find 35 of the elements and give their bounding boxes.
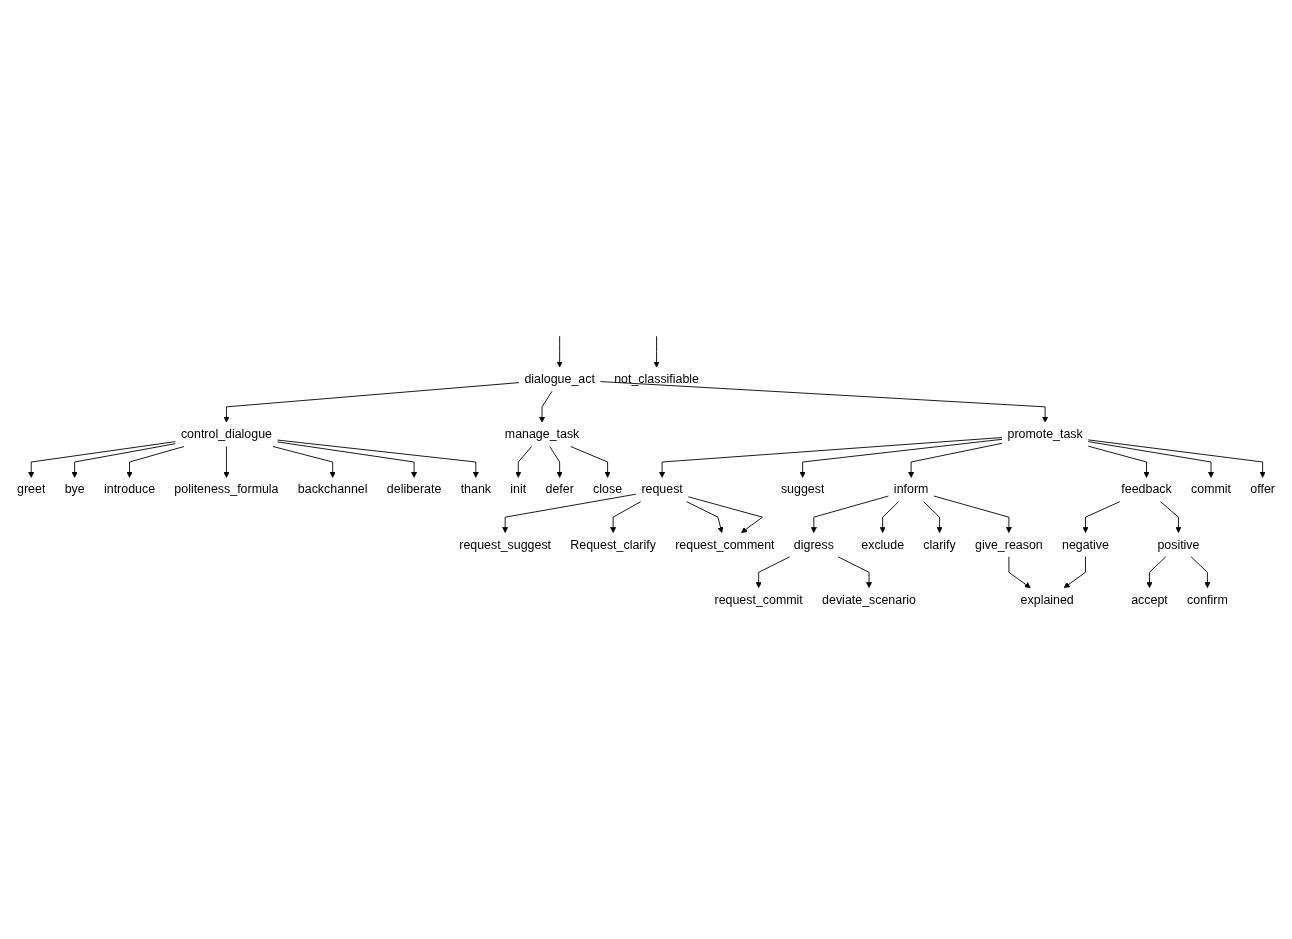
node-label: Request_clarify	[570, 537, 656, 552]
node-label: request_suggest	[459, 537, 552, 552]
node-label: manage_task	[504, 427, 580, 442]
node-label: promote_task	[1007, 427, 1083, 442]
node-label: deliberate	[386, 482, 442, 497]
node-label: clarify	[923, 537, 956, 552]
node-label: dialogue_act	[524, 372, 595, 387]
node-label: control_dialogue	[180, 427, 272, 442]
node-label: politeness_formula	[174, 482, 279, 497]
node-label: greet	[17, 482, 46, 497]
node-label: request_comment	[675, 537, 775, 552]
node-label: digress	[793, 537, 834, 552]
node-label: inform	[893, 482, 929, 497]
node-label: confirm	[1187, 592, 1228, 607]
node-label: thank	[460, 482, 492, 497]
node-label: give_reason	[975, 537, 1043, 552]
node-label: request	[641, 482, 683, 497]
node-label: negative	[1062, 537, 1109, 552]
node-label: offer	[1250, 482, 1275, 497]
node-label: positive	[1157, 537, 1200, 552]
node-label: bye	[64, 482, 85, 497]
node-label: close	[593, 482, 623, 497]
node-label: deviate_scenario	[822, 592, 916, 607]
node-label: suggest	[780, 482, 825, 497]
node-label: request_commit	[714, 592, 803, 607]
node-label: feedback	[1121, 482, 1172, 497]
node-label: init	[510, 482, 527, 497]
node-label: not_classifiable	[614, 372, 699, 387]
node-label: explained	[1020, 592, 1074, 607]
node-label: defer	[545, 482, 574, 497]
node-label: accept	[1131, 592, 1168, 607]
node-label: commit	[1191, 482, 1231, 497]
node-label: backchannel	[297, 482, 368, 497]
node-label: exclude	[861, 537, 905, 552]
node-label: introduce	[104, 482, 156, 497]
